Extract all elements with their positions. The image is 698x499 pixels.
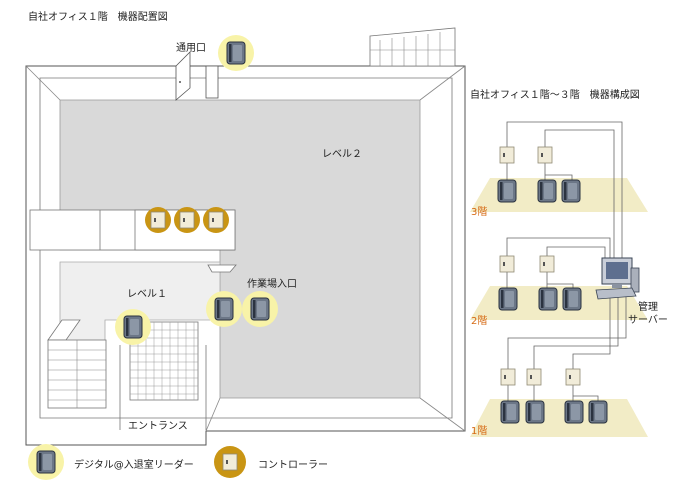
- floor-platform-1: [470, 399, 648, 437]
- reader-entrance: [115, 309, 151, 345]
- left-stairs: [47, 319, 107, 409]
- reader-workshop-1: [206, 291, 242, 327]
- n2-reader-1: [498, 287, 518, 311]
- n2-controller-1: [499, 255, 515, 273]
- legend-reader-label: デジタル@入退室リーダー: [74, 460, 194, 471]
- server-label-2: サーバー: [628, 315, 668, 326]
- n3-reader-2: [537, 179, 557, 203]
- service-door: [175, 51, 219, 101]
- n1-controller-1: [500, 368, 516, 386]
- floor-plan-title: 自社オフィス１階 機器配置図: [28, 12, 168, 23]
- n1-reader-3: [564, 400, 584, 424]
- n1-controller-3: [565, 368, 581, 386]
- n3-reader-1: [497, 179, 517, 203]
- floor-label-1: 1階: [471, 426, 488, 437]
- n1-reader-4: [588, 400, 608, 424]
- label-level1: レベル１: [127, 289, 167, 300]
- reader-workshop-2: [242, 291, 278, 327]
- floor-label-3: 3階: [471, 207, 488, 218]
- label-level2: レベル２: [322, 149, 362, 160]
- n1-controller-2: [526, 368, 542, 386]
- floor-platform-3: [470, 178, 648, 212]
- label-entrance: エントランス: [128, 421, 188, 432]
- n3-reader-3: [561, 179, 581, 203]
- legend-controller-icon: [214, 446, 246, 478]
- server-label-1: 管理: [638, 302, 658, 313]
- label-workshop-entrance: 作業場入口: [247, 279, 297, 290]
- n3-controller-2: [537, 146, 553, 164]
- reader-service-entrance: [218, 35, 254, 71]
- n2-reader-2: [538, 287, 558, 311]
- n2-controller-2: [539, 255, 555, 273]
- label-service-entrance: 通用口: [176, 43, 206, 54]
- n2-reader-3: [562, 287, 582, 311]
- top-right-stairs: [369, 27, 456, 67]
- n3-controller-1: [499, 146, 515, 164]
- floor-label-2: 2階: [471, 316, 488, 327]
- controller-1: [145, 207, 171, 233]
- legend-reader-icon: [28, 444, 64, 480]
- network-title: 自社オフィス１階～３階 機器構成図: [470, 90, 640, 101]
- network-diagram: [470, 121, 648, 437]
- n1-reader-2: [525, 400, 545, 424]
- management-server-icon: [595, 257, 640, 300]
- floor-plan: [25, 27, 466, 446]
- legend-controller-label: コントローラー: [258, 460, 328, 471]
- controller-2: [174, 207, 200, 233]
- controller-3: [203, 207, 229, 233]
- n1-reader-1: [500, 400, 520, 424]
